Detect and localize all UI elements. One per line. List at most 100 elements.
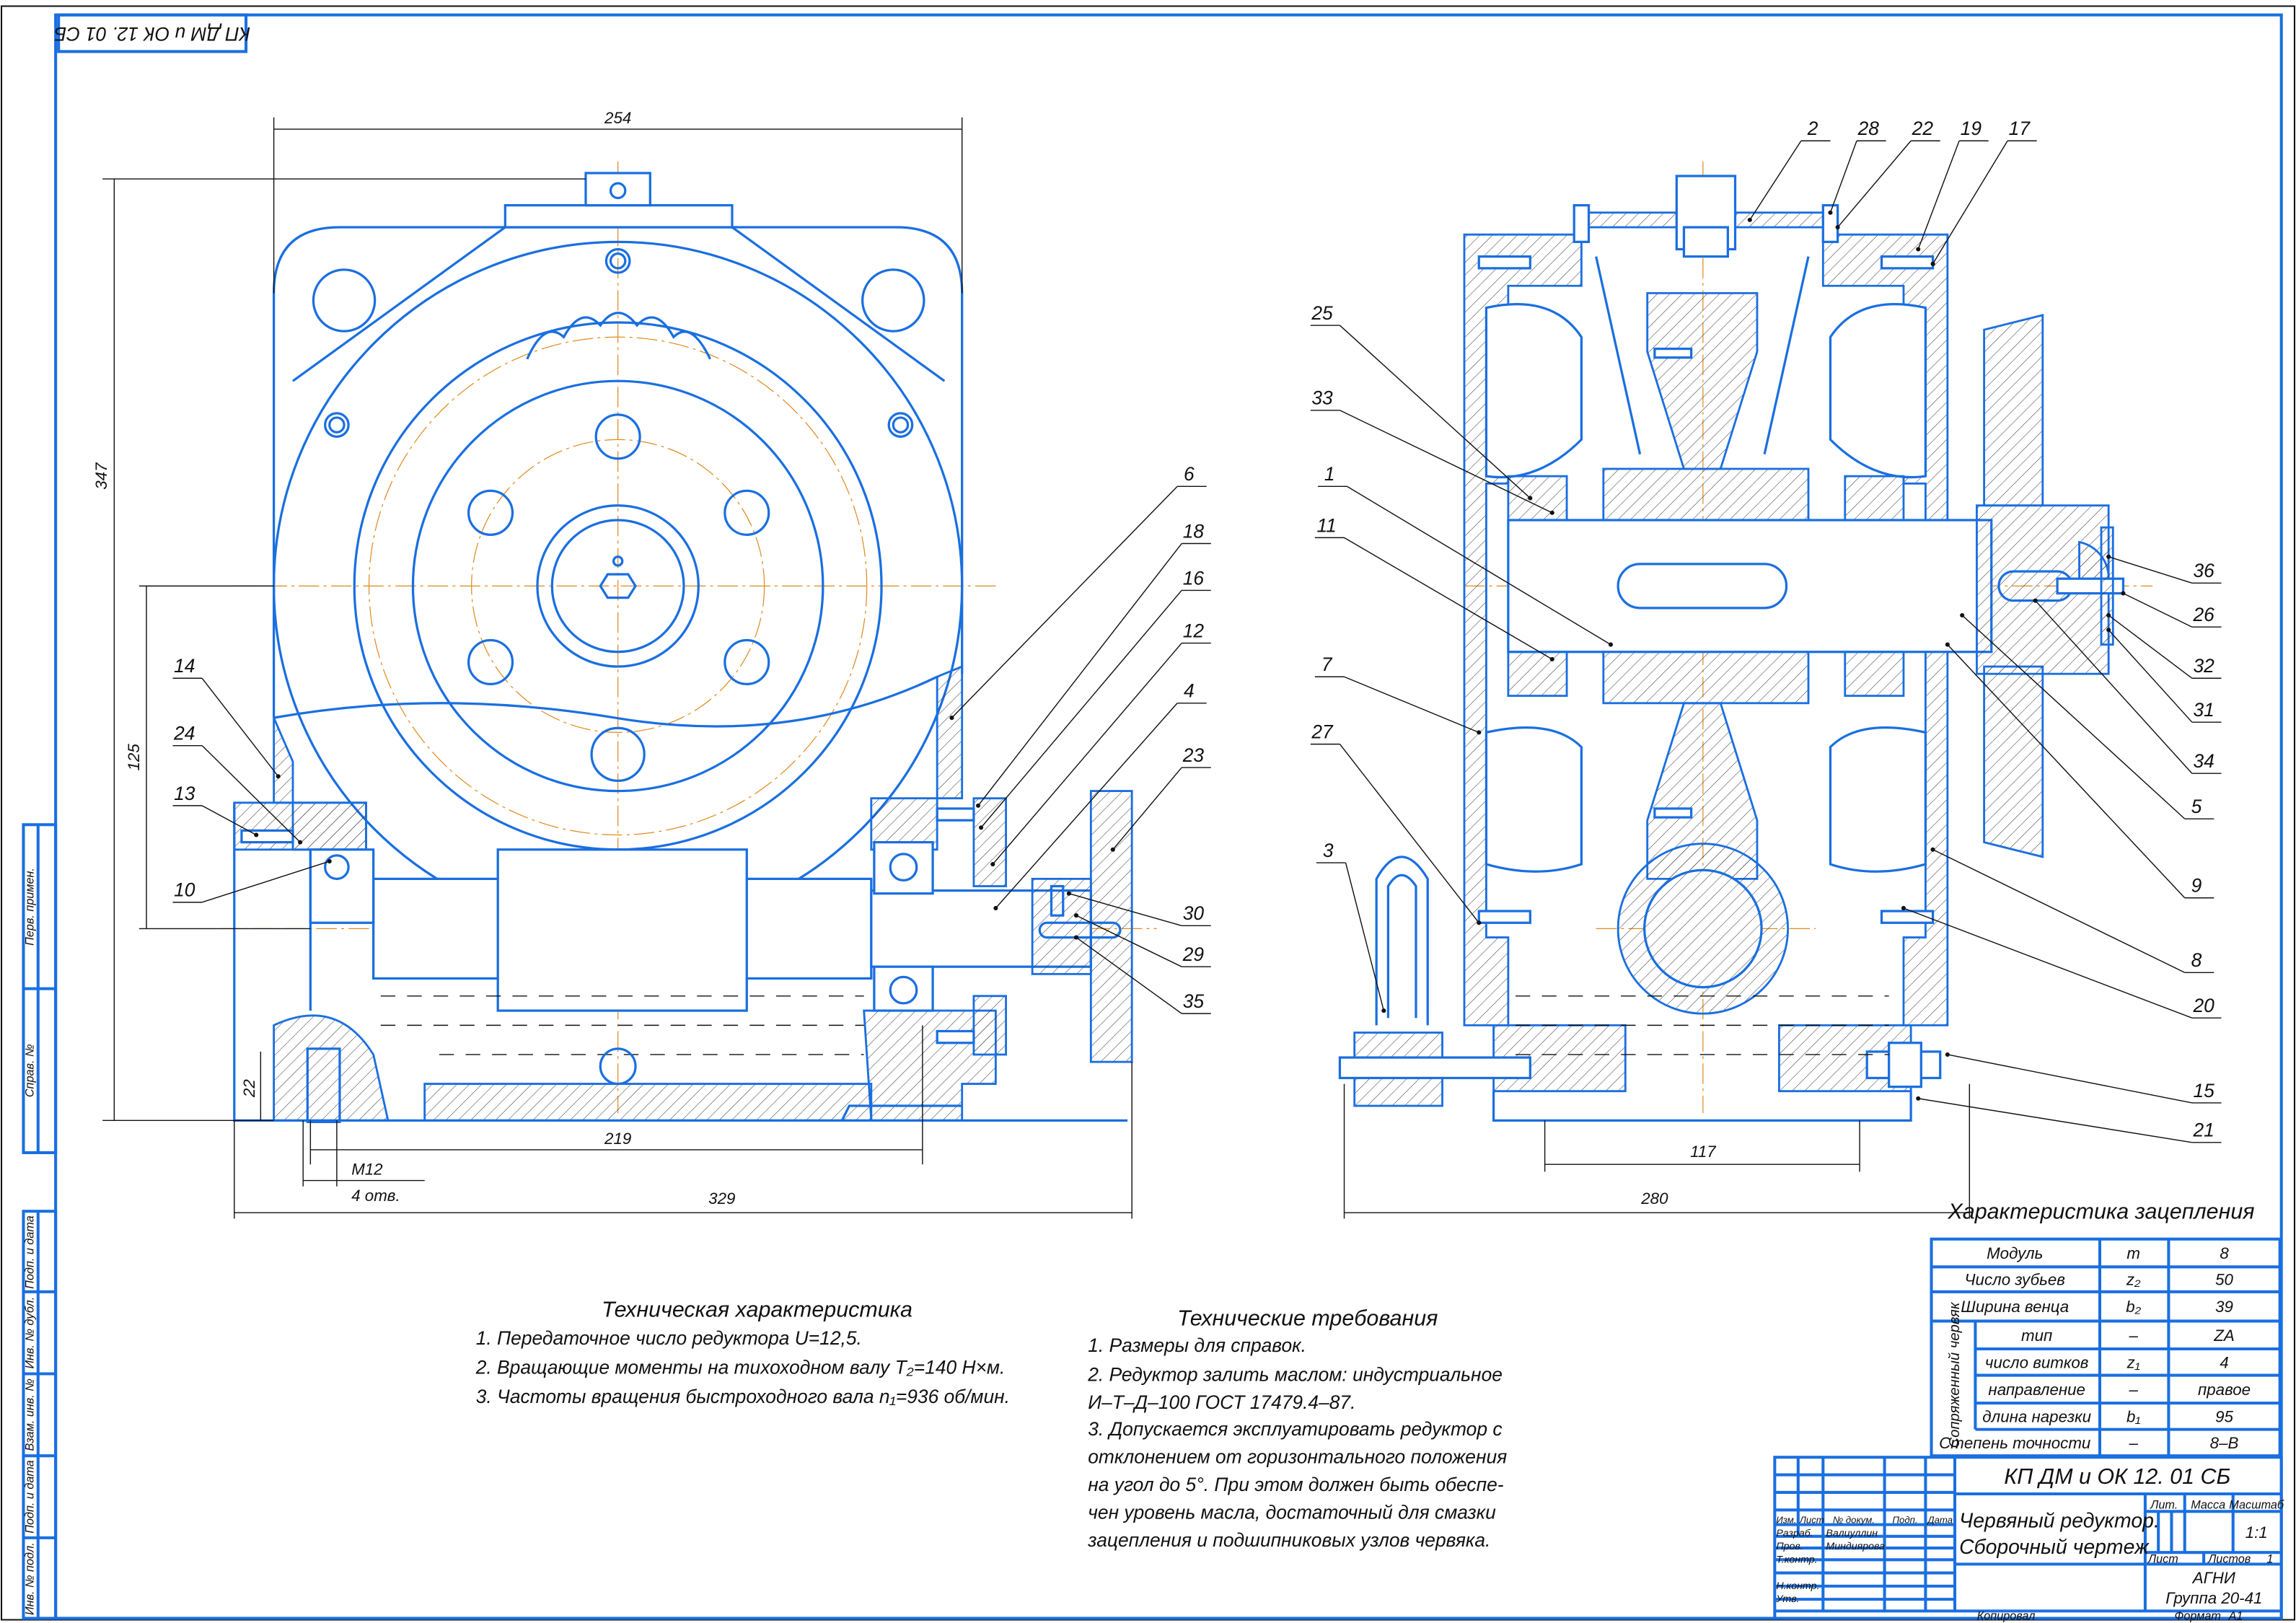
leader-dot [1930, 847, 1935, 852]
part-number: 17 [2009, 118, 2031, 139]
param-symbol: – [2128, 1434, 2138, 1452]
sheets-count: 1 [2266, 1552, 2273, 1565]
oil-level [1516, 995, 1889, 1055]
leader-13: 13 [172, 783, 259, 837]
leader-32: 32 [2106, 612, 2222, 679]
leader-dot [1073, 913, 1079, 918]
param-name: Ширина венца [1961, 1298, 2069, 1316]
leader-line [992, 643, 1182, 865]
document-name: Червяный редуктор. [1959, 1510, 2160, 1533]
param-symbol: b₁ [2126, 1407, 2140, 1425]
leader-dot [298, 840, 303, 845]
strip-label: Взам. инв. № [24, 1378, 37, 1451]
part-number: 10 [174, 879, 195, 901]
leader-28: 28 [1828, 118, 1886, 215]
param-name: Модуль [1987, 1244, 2043, 1262]
document-type: Сборочный чертеж [1959, 1536, 2150, 1559]
part-number: 32 [2193, 655, 2214, 677]
dim-m12: M12 [351, 1160, 383, 1178]
dimensions: 254 347 125 22 219 M12 4 отв. 329 117 28… [92, 109, 1971, 1219]
leader-dot [1916, 247, 1921, 252]
param-symbol: m [2126, 1244, 2140, 1262]
col-header: Дата [1926, 1515, 1953, 1526]
leader-dot [1901, 905, 1906, 911]
part-number: 13 [174, 783, 195, 804]
leader-dot [327, 858, 332, 864]
leader-line [1347, 485, 1611, 646]
param-value: 95 [2215, 1407, 2233, 1425]
leader-20: 20 [1901, 905, 2222, 1019]
table-row: тип–ZA [2021, 1327, 2235, 1345]
leader-dot [1930, 261, 1935, 266]
strip-label: Инв. № дубл. [24, 1297, 37, 1369]
col-header: № докум. [1833, 1515, 1875, 1526]
tech-requirement-line: на угол до 5°. При этом должен быть обес… [1088, 1474, 1504, 1495]
part-number: 22 [1912, 118, 1934, 139]
side-strip: Перв. примен. Справ. № Подп. и дата Инв.… [22, 823, 58, 1620]
leader-dot [1945, 642, 1950, 647]
leader-7: 7 [1314, 654, 1482, 735]
leader-line [2108, 556, 2193, 584]
leader-11: 11 [1314, 514, 1554, 661]
tech-requirements: Технические требования 1. Размеры для сп… [1087, 1306, 1507, 1552]
leader-18: 18 [975, 520, 1211, 808]
dim-329: 329 [708, 1189, 735, 1208]
tech-requirements-title: Технические требования [1177, 1306, 1438, 1331]
part-number: 34 [2193, 750, 2214, 772]
part-number: 24 [173, 723, 195, 744]
leader-line [977, 543, 1182, 806]
col-header: Подп. [1892, 1515, 1917, 1526]
leader-line [201, 745, 301, 843]
part-number: 28 [1857, 118, 1880, 139]
param-name: тип [2021, 1327, 2052, 1345]
tech-requirement-line: 3. Допускается эксплуатировать редуктор … [1088, 1418, 1502, 1440]
part-number: 26 [2192, 604, 2214, 625]
part-number: 9 [2191, 875, 2202, 897]
part-number: 25 [1311, 302, 1333, 324]
col-header: Изм. [1776, 1515, 1796, 1526]
role-label: Т.контр. [1776, 1554, 1817, 1565]
leader-dot [1066, 891, 1071, 896]
leader-line [1112, 767, 1182, 850]
front-view [219, 161, 1157, 1123]
leader-line [1339, 744, 1479, 923]
part-number: 16 [1183, 567, 1205, 589]
param-value: 8–B [2210, 1434, 2239, 1452]
leader-2: 2 [1747, 118, 1831, 222]
dim-254: 254 [604, 109, 631, 127]
leader-15: 15 [1945, 1052, 2222, 1104]
param-value: 4 [2220, 1353, 2228, 1371]
leader-27: 27 [1310, 721, 1482, 925]
part-number: 19 [1961, 118, 1982, 139]
leader-23: 23 [1110, 744, 1211, 852]
leader-31: 31 [2106, 628, 2222, 723]
leader-dot [1747, 217, 1752, 222]
leader-dot [975, 803, 981, 808]
part-number: 29 [1182, 944, 1205, 965]
leader-line [1829, 141, 1857, 213]
leader-dot [949, 716, 954, 721]
leader-6: 6 [949, 463, 1207, 721]
leader-1: 1 [1317, 463, 1614, 647]
leader-dot [1477, 920, 1482, 925]
dim-125: 125 [125, 744, 143, 771]
dim-347: 347 [92, 462, 110, 490]
leader-14: 14 [172, 655, 281, 779]
sheet-label: Лист [2147, 1552, 2178, 1565]
role-label: Разраб. [1776, 1528, 1813, 1539]
leader-line [1903, 907, 2193, 1019]
leader-line [1749, 140, 1802, 221]
leader-line [201, 677, 279, 777]
part-number: 14 [174, 655, 195, 677]
strip-label: Справ. № [24, 1044, 37, 1097]
student-group: Группа 20-41 [2165, 1589, 2262, 1607]
leader-4: 4 [993, 680, 1207, 911]
side-section-view [1338, 161, 2153, 1122]
leader-dot [1381, 1008, 1386, 1013]
param-symbol: z₁ [2126, 1353, 2140, 1371]
param-name: число витков [1985, 1353, 2089, 1371]
dim-280: 280 [1640, 1189, 1668, 1208]
